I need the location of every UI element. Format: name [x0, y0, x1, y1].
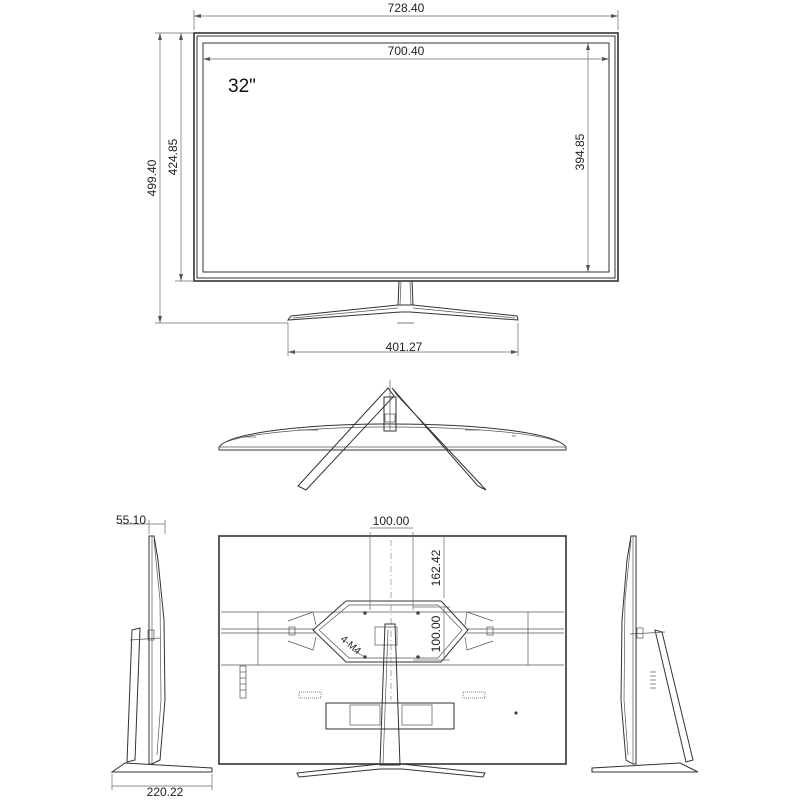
rear-stand-base	[296, 763, 486, 778]
right-side-base	[591, 762, 699, 773]
rear-vent-left	[239, 665, 247, 699]
right-side-panel	[620, 535, 637, 765]
dim-base-width: 401.27	[386, 340, 423, 354]
front-view: 728.40 700.40 32" 394.85 424.85 499.40 4	[145, 1, 619, 356]
top-stand-right-leg	[391, 387, 487, 491]
screen-active-area	[202, 42, 610, 273]
dim-thickness: 55.10	[116, 513, 146, 527]
rear-view: 4-M4 100.00 100.00 162.42	[218, 514, 567, 778]
top-stand-left-leg	[297, 387, 395, 491]
rear-speaker-grill-right	[462, 691, 486, 699]
stand-neck-left	[397, 280, 400, 306]
dim-panel-height: 424.85	[166, 138, 180, 175]
monitor-panel-outline	[193, 32, 619, 282]
rear-speaker-grill-left	[298, 691, 322, 699]
rear-panel-outline	[218, 535, 567, 765]
left-side-stand	[126, 627, 141, 763]
vesa-screw-hole	[363, 611, 367, 615]
stand-neck-right	[411, 280, 414, 306]
dim-base-depth: 220.22	[147, 785, 184, 799]
top-view	[218, 380, 567, 491]
dim-screen-height: 394.85	[573, 133, 587, 170]
left-side-base	[110, 762, 213, 773]
dim-vesa-spacing-h: 100.00	[373, 514, 410, 528]
rear-stand-neck	[379, 623, 401, 766]
rear-vesa-plate	[312, 600, 469, 663]
stand-base	[286, 304, 519, 321]
right-side-view	[591, 535, 699, 773]
top-panel-outline	[218, 423, 567, 451]
screen-size-label: 32"	[228, 76, 256, 97]
dim-overall-height: 499.40	[145, 159, 159, 196]
dim-screen-width: 700.40	[388, 44, 425, 58]
dim-overall-width: 728.40	[388, 1, 425, 15]
rear-io-panel	[325, 702, 455, 730]
vesa-screw-hole	[416, 655, 420, 659]
monitor-bezel-inner	[196, 35, 616, 279]
right-side-stand	[654, 629, 694, 763]
left-side-view: 55.10 220.22	[110, 513, 213, 799]
dim-vesa-spacing-v: 100.00	[429, 615, 443, 652]
dim-mount-height: 162.42	[429, 549, 443, 586]
vesa-screw-hole	[416, 611, 420, 615]
